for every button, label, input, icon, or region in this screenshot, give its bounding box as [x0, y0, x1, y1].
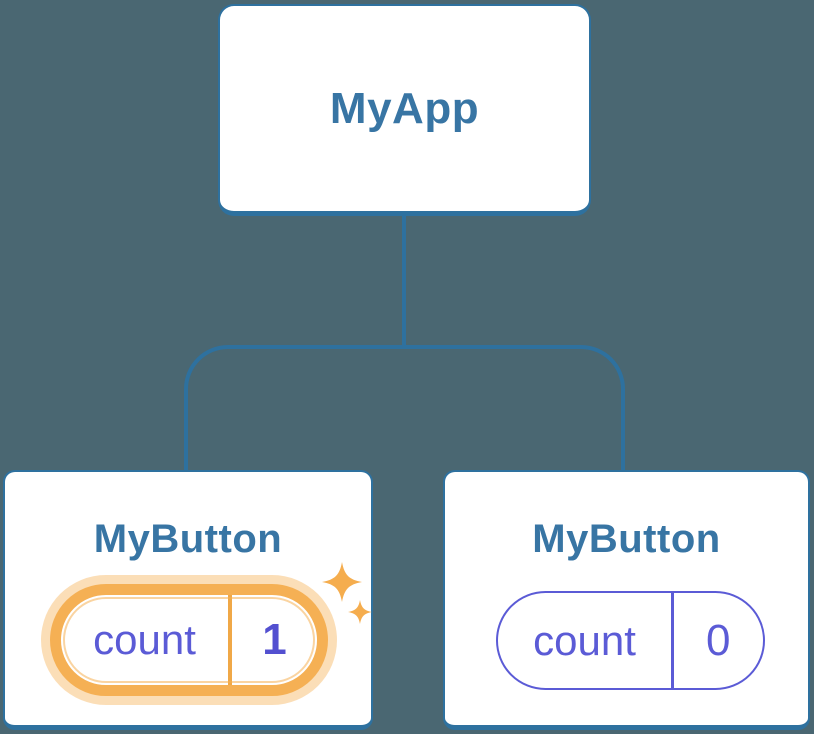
state-pill-left: count 1: [50, 584, 328, 696]
state-key-label: count: [93, 616, 196, 663]
state-value-cell: 1: [232, 595, 317, 685]
mybutton-node-left: MyButton count 1: [3, 470, 373, 730]
state-key-cell: count: [61, 595, 228, 685]
connector-branch: [184, 345, 625, 472]
state-value-label: 0: [706, 615, 731, 665]
myapp-node-label: MyApp: [329, 83, 480, 133]
state-value-label: 1: [262, 615, 287, 664]
connector-root-stem: [402, 210, 406, 349]
myapp-node: MyApp: [218, 4, 591, 216]
mybutton-left-label: MyButton: [93, 517, 283, 561]
state-value-cell: 0: [674, 593, 764, 688]
state-pill-right: count 0: [496, 591, 765, 690]
mybutton-right-label: MyButton: [532, 517, 721, 561]
pill-divider: [228, 595, 232, 685]
sparkles-icon: [322, 562, 372, 624]
state-key-label: count: [533, 616, 636, 664]
pill-divider: [671, 593, 674, 688]
state-key-cell: count: [498, 593, 671, 688]
mybutton-node-right: MyButton count 0: [443, 470, 810, 730]
